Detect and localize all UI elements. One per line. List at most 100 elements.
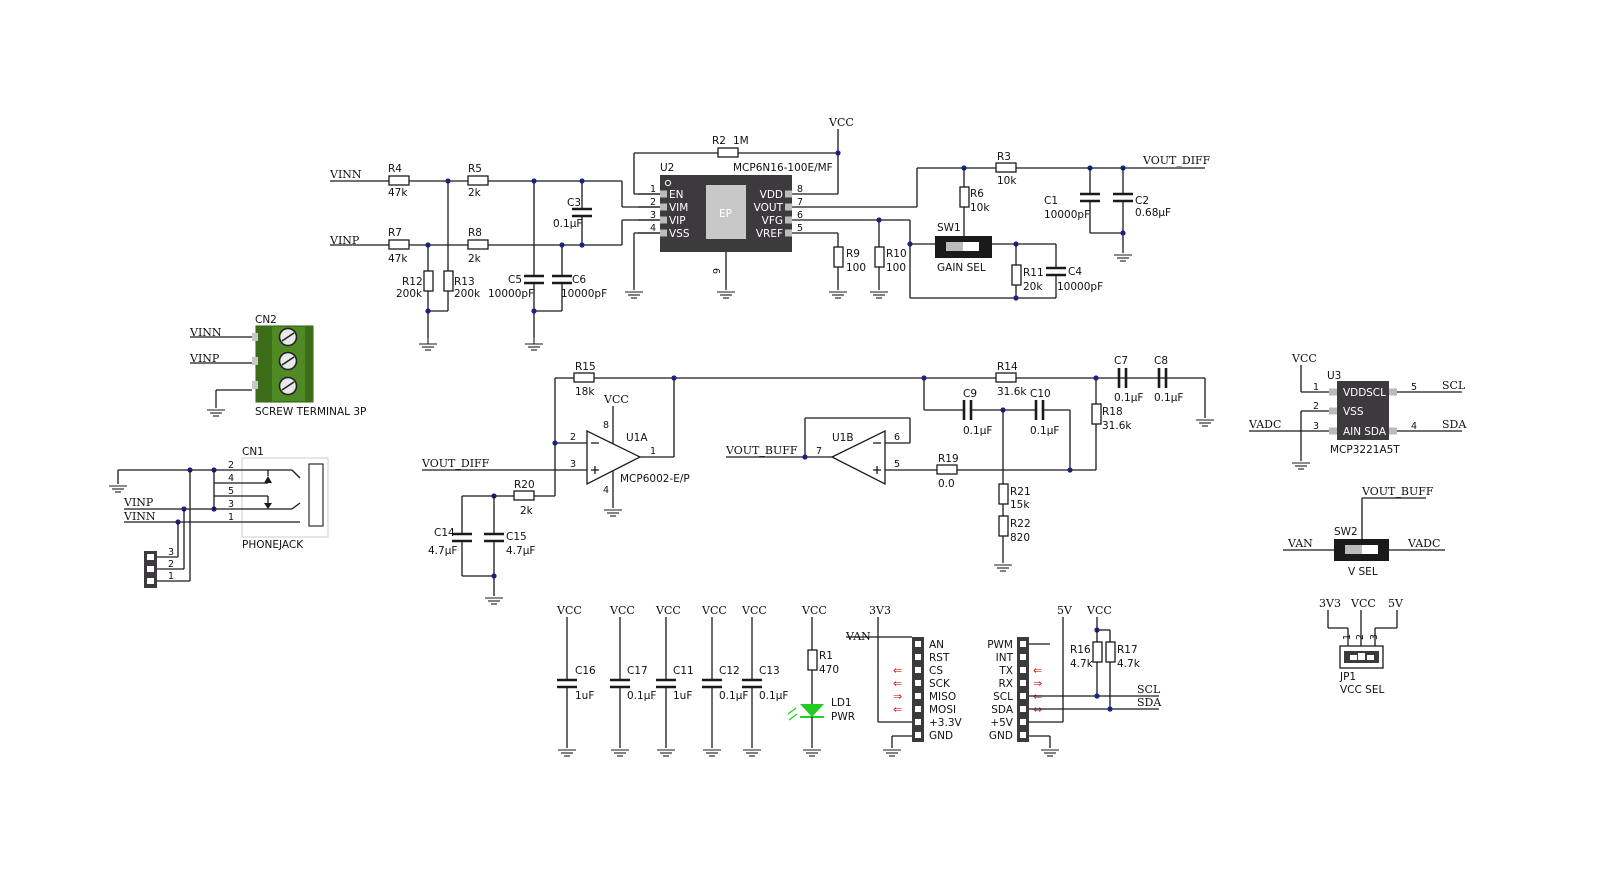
u1b-opamp-stage: U1B 6 5 7 VOUT_BUFF R19 0.0 C9 0.1µF C10… — [725, 355, 1215, 572]
u2-pin-5: 5 — [797, 223, 803, 234]
r5-value: 2k — [468, 187, 482, 199]
resistor-r20 — [513, 490, 535, 501]
c7-value: 0.1µF — [1114, 392, 1143, 404]
u3-pin-name-vss: VSS — [1343, 406, 1364, 418]
u1a-pin-out: 1 — [650, 446, 656, 457]
r20-value: 2k — [520, 505, 534, 517]
c4-ref: C4 — [1068, 266, 1082, 278]
u2-pin-3: 3 — [650, 210, 656, 221]
cn2-screw-2 — [278, 351, 298, 371]
resistor-r4 — [388, 175, 410, 186]
r8-value: 2k — [468, 253, 482, 265]
mikrobus-left-pin-miso: MISO — [929, 691, 956, 703]
c10-ref: C10 — [1030, 388, 1051, 400]
ld1-diode-icon — [800, 704, 824, 717]
mb-5v-label: 5V — [1057, 604, 1073, 617]
sw2-voltage-select: VOUT_BUFF SW2 VAN VADC V SEL — [1283, 485, 1445, 578]
u3-pin-name-vdd: VDD — [1343, 387, 1366, 399]
u2-pin-name-en: EN — [669, 189, 684, 201]
sw2-label: V SEL — [1348, 566, 1378, 578]
mikrobus-left-pin-rst: RST — [929, 652, 950, 664]
mikrobus-right-pin-sda: SDA — [991, 704, 1014, 716]
decoupling-caps: VCC C16 1uF VCC C17 0.1µF VCC C11 1uF VC… — [556, 604, 788, 757]
c11-value: 1uF — [673, 690, 692, 702]
u1a-opamp-stage: U1A MCP6002-E/P VCC 8 4 2 3 VOUT_DIFF 1 … — [421, 361, 1205, 605]
cn1-vinp-label: VINP — [123, 496, 154, 509]
c15-ref: C15 — [506, 531, 527, 543]
c10-value: 0.1µF — [1030, 425, 1059, 437]
c13-vcc-label: VCC — [741, 604, 767, 617]
c13-ref: C13 — [759, 665, 780, 677]
mb-arrow-icon: ⇐ — [1033, 664, 1042, 677]
net-vout-diff-label: VOUT_DIFF — [1142, 154, 1211, 167]
mb-3v3-label: 3V3 — [869, 604, 891, 617]
ld1-power-led: VCC R1 470 LD1 PWR — [787, 604, 855, 757]
u2-ep-pad — [706, 185, 746, 239]
c12-vcc-label: VCC — [701, 604, 727, 617]
sw2-slider[interactable] — [1345, 545, 1362, 554]
mb-vcc-label: VCC — [1086, 604, 1112, 617]
c12-value: 0.1µF — [719, 690, 748, 702]
r7-ref: R7 — [388, 227, 402, 239]
cn1-pin-5: 5 — [228, 486, 234, 497]
three-pin-header: 321 — [144, 470, 191, 588]
cn1-ref: CN1 — [242, 446, 264, 458]
c17-ref: C17 — [627, 665, 648, 677]
c11-vcc-label: VCC — [655, 604, 681, 617]
mb-arrow-icon: ⇐ — [893, 677, 902, 690]
u1b-vout-buff-label: VOUT_BUFF — [725, 444, 798, 457]
r12-value: 200k — [396, 288, 423, 300]
c5-ref: C5 — [508, 274, 522, 286]
c2-ref: C2 — [1135, 195, 1149, 207]
resistor-r18 — [1091, 403, 1102, 425]
u1a-pin-vdd: 8 — [603, 420, 609, 431]
u3-pin-4: 4 — [1411, 421, 1417, 432]
r9-ref: R9 — [846, 248, 860, 260]
r10-ref: R10 — [886, 248, 907, 260]
c11-ref: C11 — [673, 665, 694, 677]
sw1-slider[interactable] — [946, 242, 963, 251]
u2-pin-8: 8 — [797, 184, 803, 195]
u1a-pin-noninv: 3 — [570, 459, 576, 470]
u2-pin-name-vout: VOUT — [754, 202, 784, 214]
r13-ref: R13 — [454, 276, 475, 288]
u2-pin-4: 4 — [650, 223, 656, 234]
r16-ref: R16 — [1070, 644, 1091, 656]
c1-value: 10000pF — [1044, 209, 1090, 221]
r2-value: 1M — [733, 135, 749, 147]
resistor-r13 — [443, 270, 454, 292]
mb-van-label: VAN — [845, 630, 871, 643]
c14-value: 4.7µF — [428, 545, 457, 557]
r1-ref: R1 — [819, 650, 833, 662]
mikrobus-left-body — [912, 637, 924, 742]
cn2-screw-terminal: CN2 VINN VINP SCREW TERMINAL 3P — [189, 314, 366, 418]
u3-pin-5: 5 — [1411, 382, 1417, 393]
u1a-ref: U1A — [626, 432, 648, 444]
c5-value: 10000pF — [488, 288, 534, 300]
r16-value: 4.7k — [1070, 658, 1094, 670]
r11-ref: R11 — [1023, 267, 1044, 279]
mikrobus-left-pin-33v: +3.3V — [929, 717, 962, 729]
jp1-pin-1: 1 — [1342, 634, 1353, 640]
resistor-r3 — [995, 162, 1017, 173]
cn2-ref: CN2 — [255, 314, 277, 326]
resistor-r1 — [807, 649, 818, 671]
u2-pin9: 9 — [712, 268, 723, 274]
c9-ref: C9 — [963, 388, 977, 400]
ld1-vcc-label: VCC — [801, 604, 827, 617]
resistor-r12 — [423, 270, 434, 292]
c16-vcc-label: VCC — [556, 604, 582, 617]
c13-value: 0.1µF — [759, 690, 788, 702]
mikrobus-right-pin-scl: SCL — [993, 691, 1013, 703]
resistor-r10 — [874, 246, 885, 268]
r11-value: 20k — [1023, 281, 1043, 293]
r4-ref: R4 — [388, 163, 402, 175]
